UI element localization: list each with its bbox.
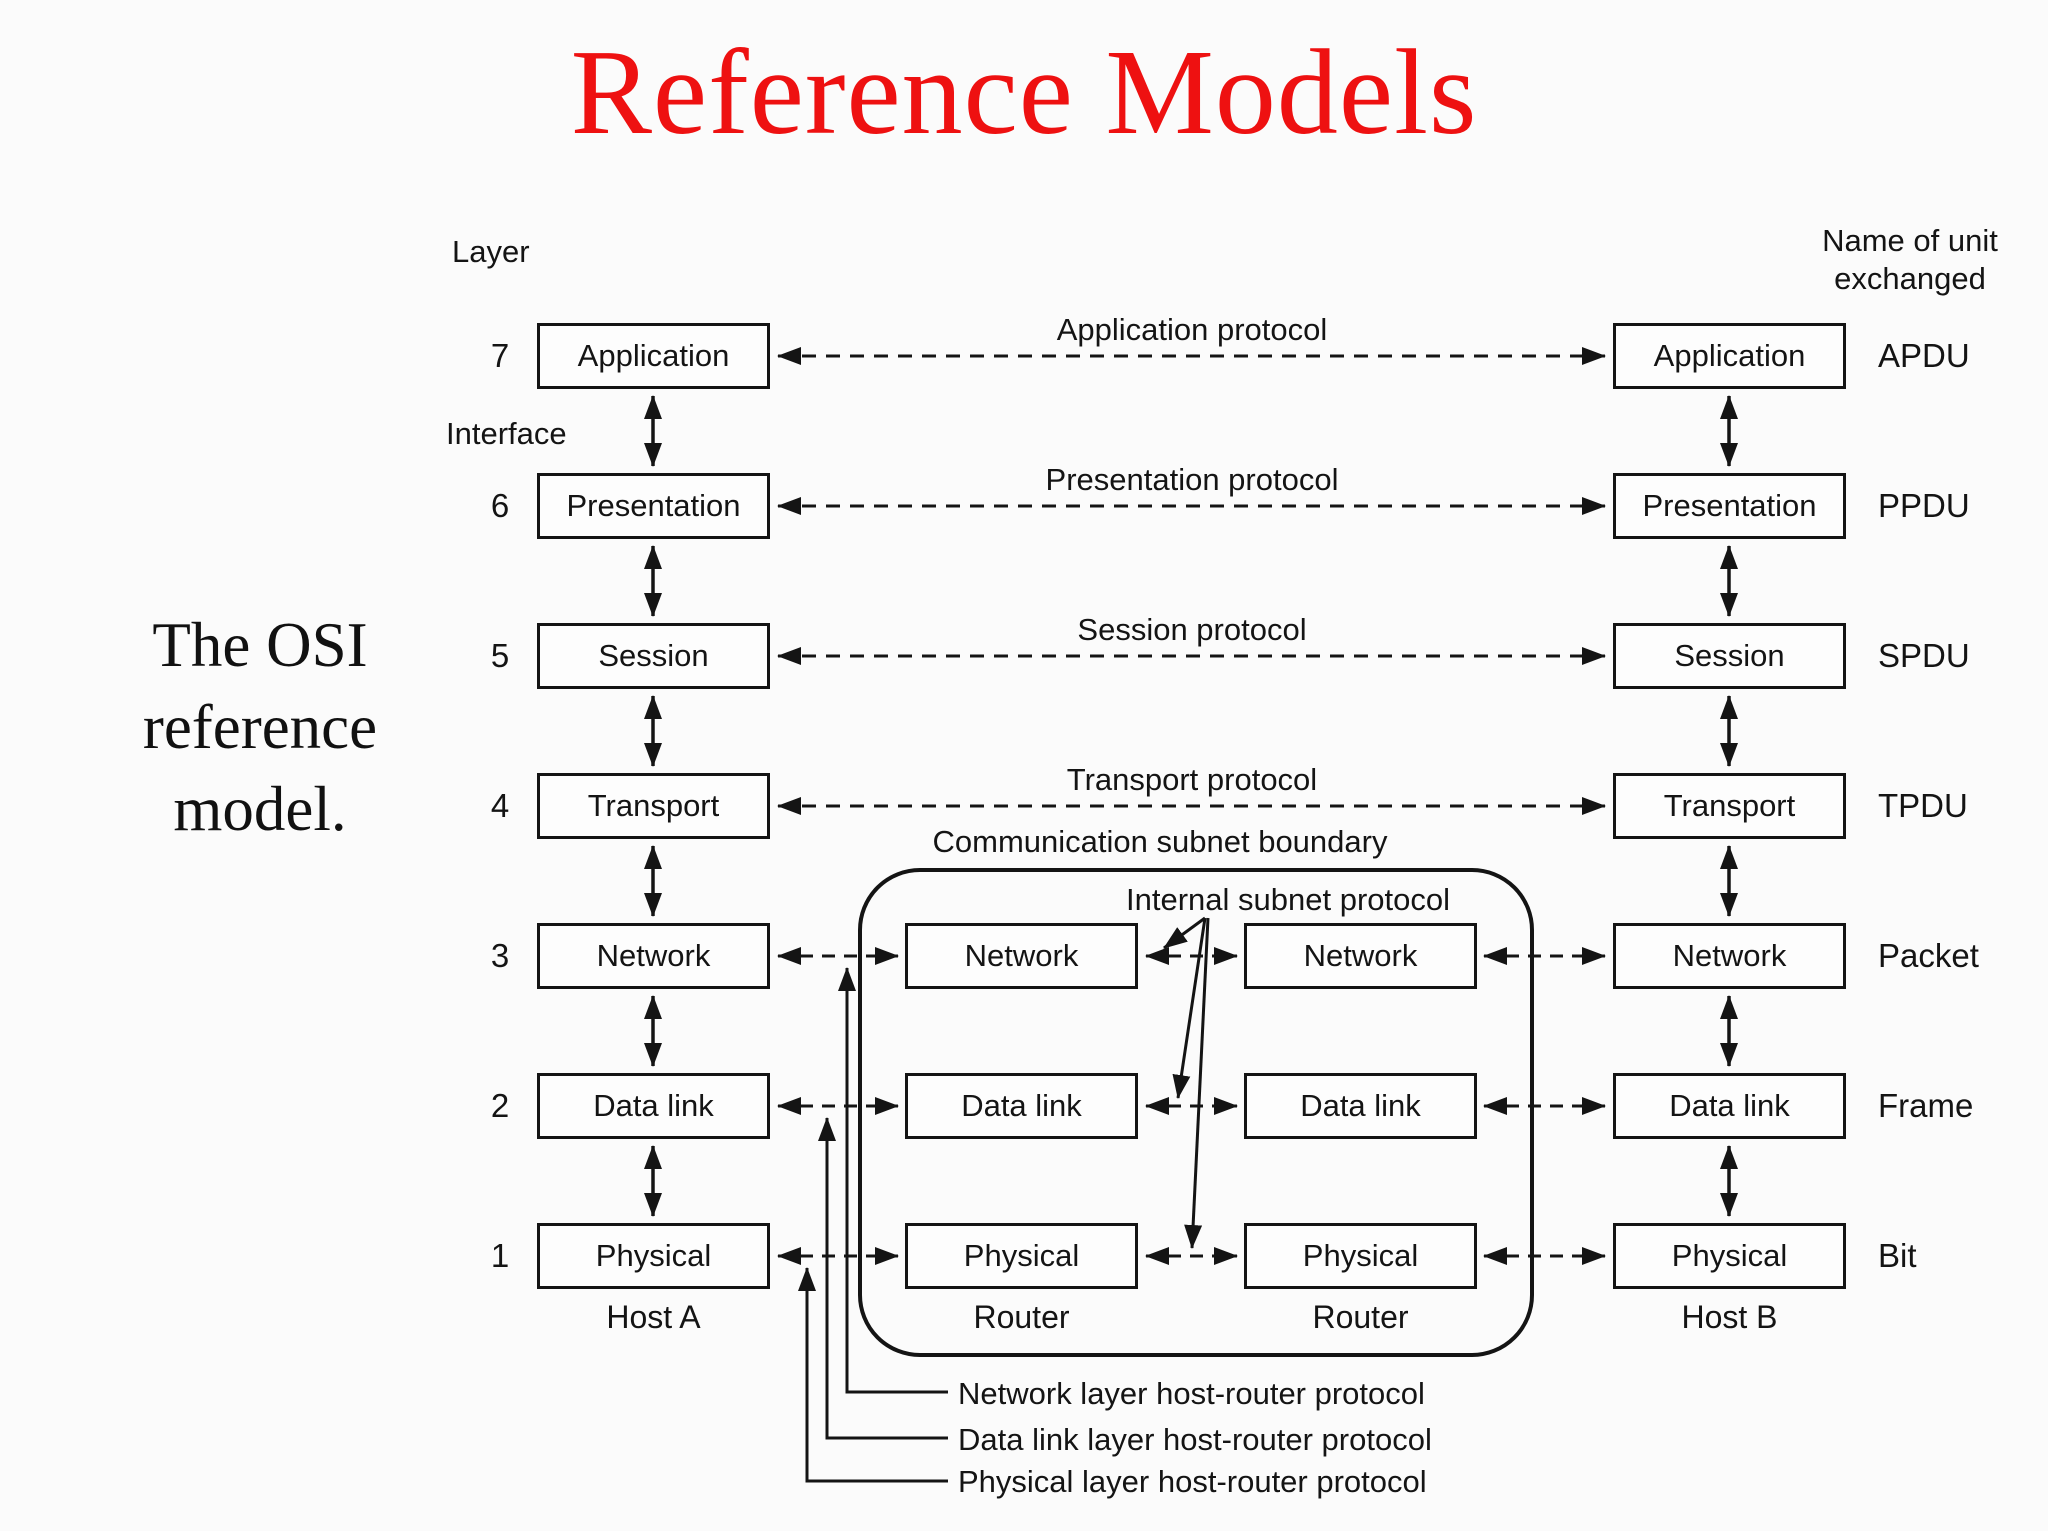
caption-line-2: reference [142, 692, 378, 762]
hosta-box-presentation: Presentation [537, 473, 770, 539]
transport-protocol-label: Transport protocol [1066, 762, 1318, 797]
internal-subnet-protocol-label: Internal subnet protocol [1126, 882, 1450, 917]
host-router-protocol-connectors [798, 967, 948, 1483]
unit-label-tpdu: TPDU [1878, 787, 1968, 824]
router2-box-datalink: Data link [1244, 1073, 1477, 1139]
hop-protocol-arrows [777, 947, 1606, 1265]
unit-column-header: Name of unit exchanged [1760, 222, 2048, 298]
router1-box-datalink: Data link [905, 1073, 1138, 1139]
router2-box-network: Network [1244, 923, 1477, 989]
unit-label-frame: Frame [1878, 1087, 1974, 1124]
datalink-host-router-protocol-label: Data link layer host-router protocol [958, 1422, 1432, 1457]
hostb-box-presentation: Presentation [1613, 473, 1846, 539]
unit-label-spdu: SPDU [1878, 637, 1970, 674]
hostb-box-network: Network [1613, 923, 1846, 989]
hosta-box-physical: Physical [537, 1223, 770, 1289]
caption-line-3: model. [173, 774, 347, 844]
layer-number-5: 5 [490, 637, 510, 674]
router1-label: Router [973, 1299, 1070, 1335]
page-title: Reference Models [570, 25, 1478, 160]
presentation-protocol-label: Presentation protocol [1045, 462, 1339, 497]
application-protocol-label: Application protocol [1056, 312, 1328, 347]
physical-host-router-protocol-label: Physical layer host-router protocol [958, 1464, 1427, 1499]
layer-number-4: 4 [490, 787, 510, 824]
interface-label: Interface [446, 416, 567, 451]
host-b-label: Host B [1681, 1299, 1778, 1335]
figure-caption: The OSI reference model. [70, 604, 450, 850]
hosta-box-network: Network [537, 923, 770, 989]
subnet-boundary-label: Communication subnet boundary [932, 824, 1388, 859]
network-host-router-protocol-label: Network layer host-router protocol [958, 1376, 1425, 1411]
hostb-box-transport: Transport [1613, 773, 1846, 839]
hosta-box-datalink: Data link [537, 1073, 770, 1139]
layer-number-1: 1 [490, 1237, 510, 1274]
layer-number-3: 3 [490, 937, 510, 974]
router1-box-physical: Physical [905, 1223, 1138, 1289]
layer-number-7: 7 [490, 337, 510, 374]
router2-label: Router [1312, 1299, 1409, 1335]
session-protocol-label: Session protocol [1077, 612, 1307, 647]
hostb-box-application: Application [1613, 323, 1846, 389]
hosta-box-application: Application [537, 323, 770, 389]
hostb-box-physical: Physical [1613, 1223, 1846, 1289]
layer-number-6: 6 [490, 487, 510, 524]
peer-protocol-arrows [777, 347, 1606, 815]
unit-label-apdu: APDU [1878, 337, 1970, 374]
hostb-box-datalink: Data link [1613, 1073, 1846, 1139]
unit-label-ppdu: PPDU [1878, 487, 1970, 524]
layer-column-header: Layer [452, 234, 530, 269]
router1-box-network: Network [905, 923, 1138, 989]
unit-header-line-1: Name of unit [1822, 223, 1998, 258]
hosta-box-transport: Transport [537, 773, 770, 839]
router2-box-physical: Physical [1244, 1223, 1477, 1289]
hosta-box-session: Session [537, 623, 770, 689]
caption-line-1: The OSI [152, 610, 368, 680]
unit-label-packet: Packet [1878, 937, 1979, 974]
internal-subnet-pointer-arrows [1163, 916, 1210, 1249]
hostb-box-session: Session [1613, 623, 1846, 689]
host-a-label: Host A [606, 1299, 701, 1335]
unit-label-bit: Bit [1878, 1237, 1917, 1274]
unit-header-line-2: exchanged [1834, 261, 1986, 296]
layer-number-2: 2 [490, 1087, 510, 1124]
